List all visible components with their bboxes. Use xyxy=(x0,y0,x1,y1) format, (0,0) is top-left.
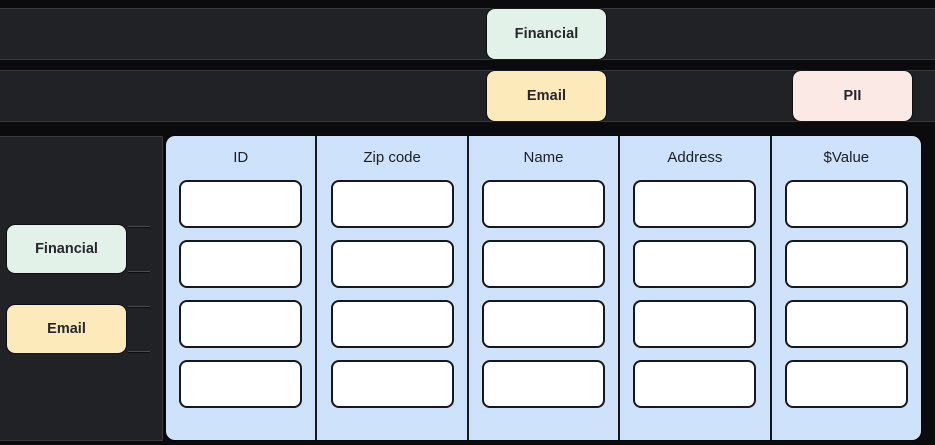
table-cell[interactable] xyxy=(784,180,908,228)
sidebar-item-email[interactable]: Email xyxy=(7,305,126,353)
table-cell[interactable] xyxy=(784,300,908,348)
table-cell[interactable] xyxy=(179,240,303,288)
table-cell[interactable] xyxy=(179,180,303,228)
table-cell[interactable] xyxy=(330,180,454,228)
table-cell[interactable] xyxy=(784,360,908,408)
column-cells xyxy=(317,180,466,422)
sidebar-item-financial[interactable]: Financial xyxy=(7,225,126,273)
tag-chip-financial[interactable]: Financial xyxy=(487,9,606,59)
sidebar-connector-rule xyxy=(128,226,150,228)
column-header: Zip code xyxy=(363,149,421,166)
sidebar-connector-rule xyxy=(128,271,150,273)
table-cell[interactable] xyxy=(179,360,303,408)
column-header: Address xyxy=(667,149,723,166)
table-column-value: $Value xyxy=(769,136,921,440)
table-cell[interactable] xyxy=(330,360,454,408)
table-cell[interactable] xyxy=(633,180,757,228)
table-cell[interactable] xyxy=(633,360,757,408)
table-cell[interactable] xyxy=(482,360,606,408)
tag-row-email-pii: Email PII xyxy=(0,70,935,122)
data-table: ID Zip code Name Address $Value xyxy=(166,136,921,440)
table-column-name: Name xyxy=(466,136,618,440)
column-cells xyxy=(772,180,921,422)
column-cells xyxy=(166,180,315,422)
sidebar-entry-financial: Financial xyxy=(0,225,163,273)
tag-row-financial: Financial xyxy=(0,8,935,60)
column-header: Name xyxy=(523,149,564,166)
table-cell[interactable] xyxy=(330,240,454,288)
table-cell[interactable] xyxy=(330,300,454,348)
column-cells xyxy=(469,180,618,422)
table-cell[interactable] xyxy=(633,240,757,288)
table-cell[interactable] xyxy=(482,240,606,288)
column-header: $Value xyxy=(823,149,870,166)
table-column-zip-code: Zip code xyxy=(315,136,466,440)
table-cell[interactable] xyxy=(482,300,606,348)
table-cell[interactable] xyxy=(633,300,757,348)
table-cell[interactable] xyxy=(179,300,303,348)
sidebar-entry-email: Email xyxy=(0,305,163,353)
tag-chip-pii[interactable]: PII xyxy=(793,71,912,121)
table-cell[interactable] xyxy=(482,180,606,228)
sidebar-connector-rule xyxy=(128,306,150,308)
table-cell[interactable] xyxy=(784,240,908,288)
column-cells xyxy=(620,180,769,422)
sidebar-connector-rule xyxy=(128,351,150,353)
table-column-id: ID xyxy=(166,136,315,440)
tag-chip-email[interactable]: Email xyxy=(487,71,606,121)
table-column-address: Address xyxy=(618,136,769,440)
column-header: ID xyxy=(233,149,249,166)
